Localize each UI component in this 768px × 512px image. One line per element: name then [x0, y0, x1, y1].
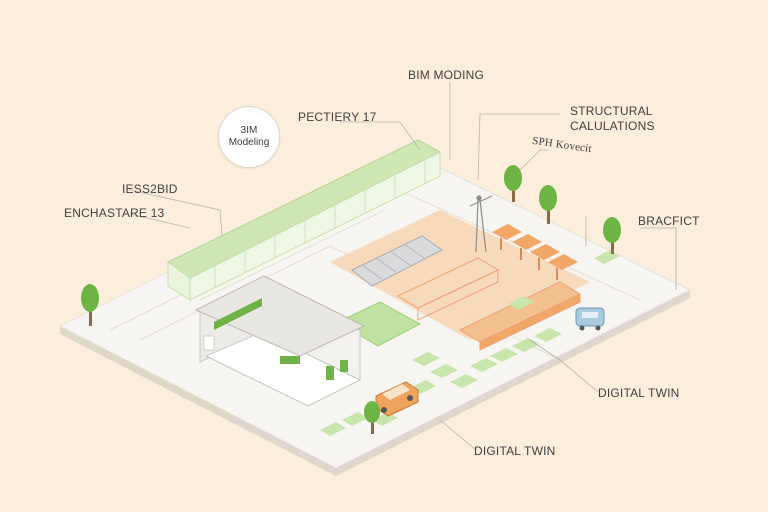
label-iess: IESS2BID: [122, 182, 178, 196]
label-bracfict: BRACFICT: [638, 214, 700, 228]
label-bim-moding: BIM MODING: [408, 68, 484, 82]
orange-pavilions: [492, 224, 578, 280]
modeling-bubble: 3IM Modeling: [218, 106, 280, 168]
bubble-line2: Modeling: [228, 137, 270, 148]
leader-lines: [129, 82, 677, 451]
tree-icon: [539, 185, 557, 224]
label-digital-twin-right: DIGITAL TWIN: [598, 386, 680, 400]
crop-plot: [336, 301, 422, 347]
label-enchastare: ENCHASTARE 13: [64, 206, 165, 220]
orange-frame-rows: [396, 257, 582, 351]
tree-icon: [364, 401, 380, 434]
label-digital-twin-bottom: DIGITAL TWIN: [474, 444, 556, 458]
tree-icon: [504, 165, 522, 202]
greenhouse-canopy: [167, 139, 442, 301]
robot-vehicle-icon: [575, 307, 605, 331]
label-pectiery: PECTIERY 17: [298, 110, 377, 124]
label-structural-line1: STRUCTURAL: [570, 104, 653, 118]
tree-icon: [603, 217, 621, 254]
tree-icon: [81, 284, 99, 326]
van-icon: [375, 381, 419, 417]
warehouse-icon: [194, 275, 366, 407]
crane-icon: [469, 195, 493, 253]
label-structural-line2: CALULATIONS: [570, 119, 655, 133]
bubble-line1: 3IM: [240, 125, 258, 136]
solar-panel-array: [351, 235, 443, 287]
